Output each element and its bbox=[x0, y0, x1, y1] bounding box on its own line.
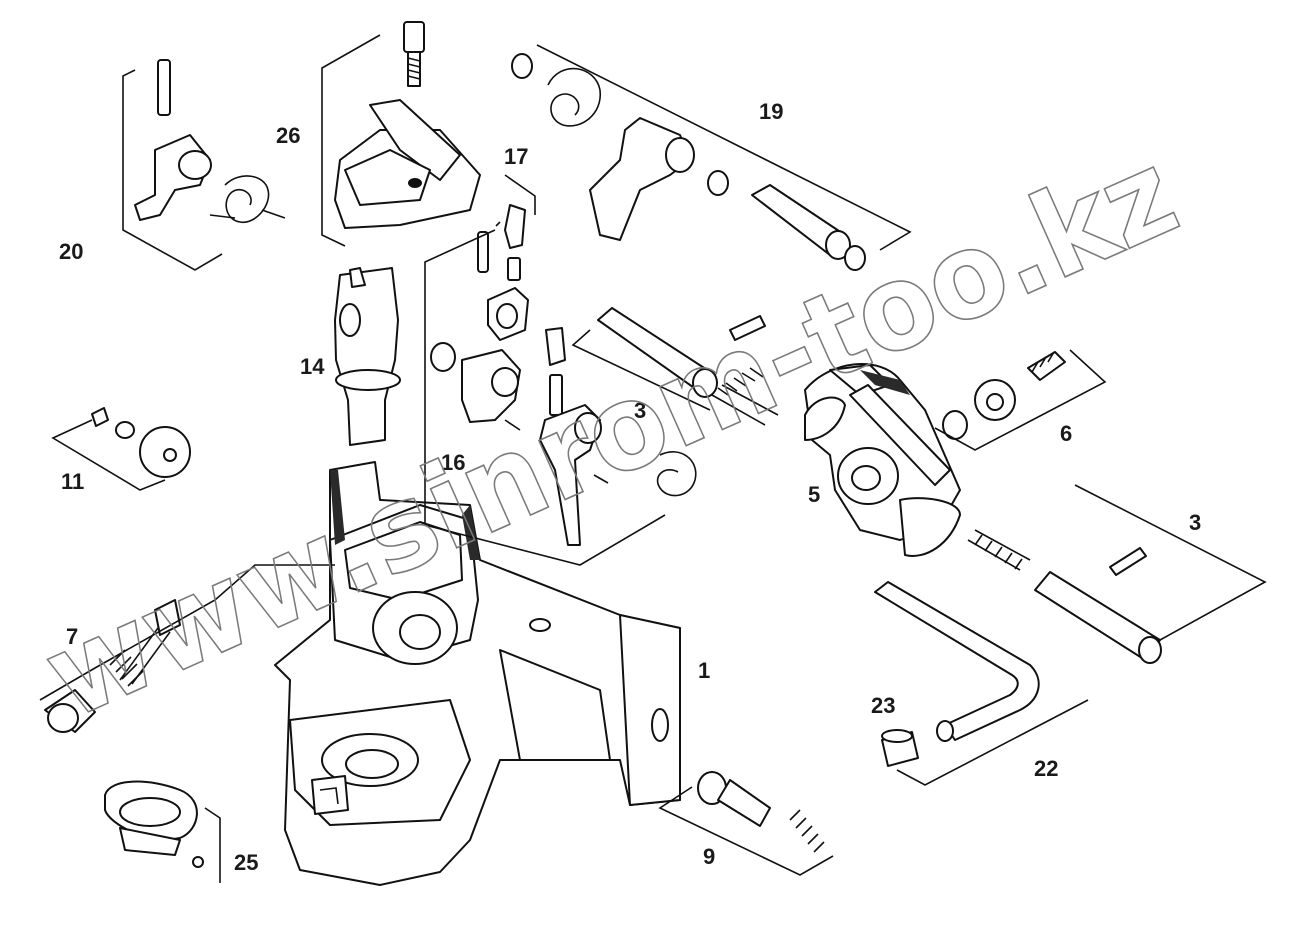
label-part-26: 26 bbox=[276, 123, 300, 148]
label-part-14: 14 bbox=[300, 354, 325, 379]
part-22-handle bbox=[874, 581, 1040, 742]
part-26-cover-and-bolt bbox=[334, 21, 481, 229]
label-part-23: 23 bbox=[871, 693, 895, 718]
part-25-bushing bbox=[104, 780, 204, 868]
label-part-11: 11 bbox=[61, 469, 84, 494]
part-23-cap bbox=[881, 729, 919, 767]
label-part-7: 7 bbox=[66, 624, 78, 649]
label-part-20: 20 bbox=[59, 239, 83, 264]
part-3-lower-sleeve-spring bbox=[967, 529, 1162, 664]
part-16-lock-assembly bbox=[430, 231, 697, 546]
label-part-22: 22 bbox=[1034, 756, 1058, 781]
part-19-arm-spring-shaft bbox=[511, 53, 866, 271]
part-6-nut-bolt bbox=[942, 351, 1066, 440]
part-5-jaw-assembly bbox=[804, 363, 961, 557]
part-11-nut-washer-cap bbox=[91, 407, 191, 478]
label-part-9: 9 bbox=[703, 844, 715, 869]
part-14-coupling-pin bbox=[334, 267, 401, 446]
label-part-3-lower: 3 bbox=[1189, 510, 1201, 535]
label-part-3-upper: 3 bbox=[634, 398, 646, 423]
part-1-coupling-body bbox=[274, 461, 681, 886]
label-part-6: 6 bbox=[1060, 421, 1072, 446]
part-labels: 1 3 3 5 6 7 9 11 14 16 17 19 20 22 23 25… bbox=[59, 99, 1201, 875]
label-part-17: 17 bbox=[504, 144, 528, 169]
part-3-upper-sleeve-spring bbox=[597, 307, 779, 426]
leader-lines bbox=[39, 34, 1267, 883]
label-part-5: 5 bbox=[808, 482, 820, 507]
part-7-bolt-spring-plug bbox=[44, 599, 181, 733]
label-part-1: 1 bbox=[698, 658, 710, 683]
label-part-16: 16 bbox=[441, 450, 465, 475]
part-17-latch bbox=[495, 204, 526, 249]
label-part-25: 25 bbox=[234, 850, 258, 875]
label-part-19: 19 bbox=[759, 99, 783, 124]
part-9-plunger-spring bbox=[697, 771, 825, 853]
part-20-lever-spring-pin bbox=[134, 59, 286, 223]
